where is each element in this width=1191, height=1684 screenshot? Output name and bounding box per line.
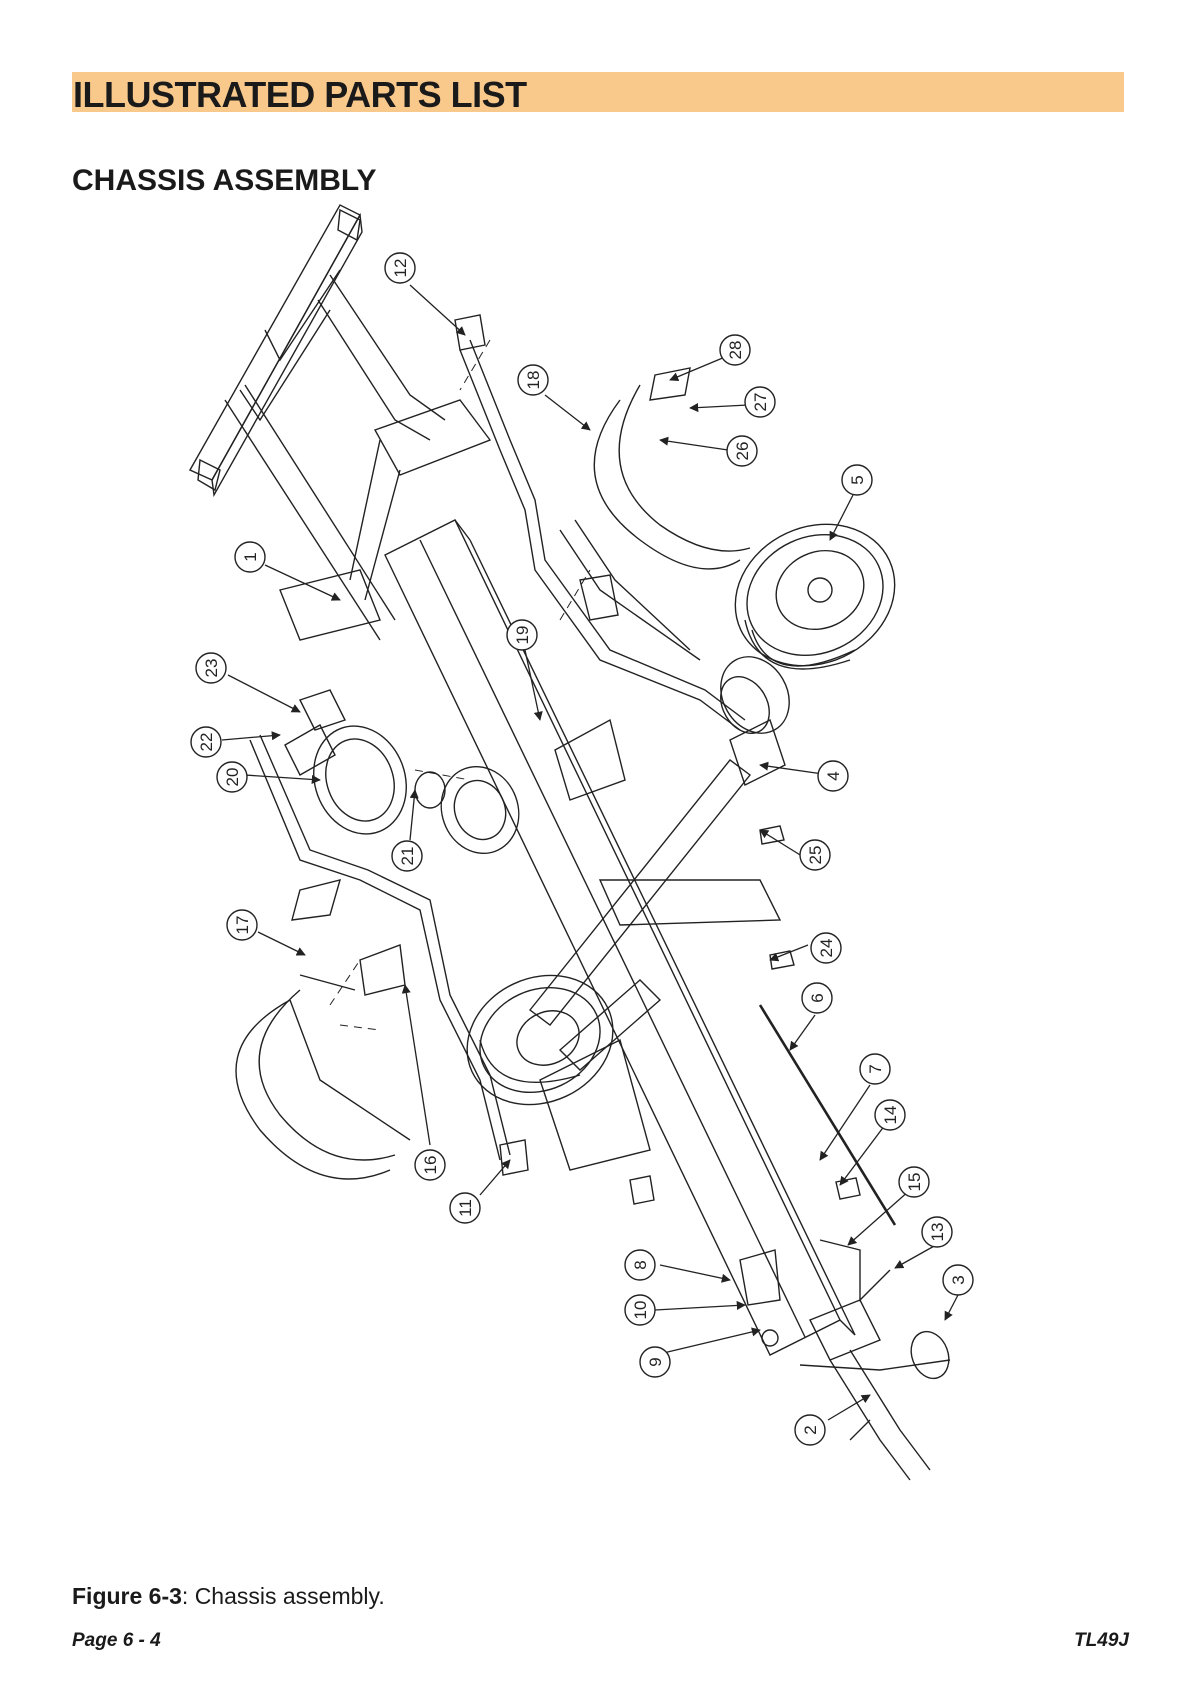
callout-18: 18 (518, 365, 548, 395)
callout-label: 2 (801, 1425, 820, 1434)
callout-label: 12 (391, 259, 410, 278)
callout-label: 28 (726, 341, 745, 360)
callout-24: 24 (811, 933, 841, 963)
callout-label: 24 (817, 939, 836, 958)
callout-label: 7 (866, 1064, 885, 1073)
callout-label: 26 (733, 442, 752, 461)
callout-20: 20 (217, 762, 247, 792)
callout-11: 11 (450, 1193, 480, 1223)
callout-label: 6 (808, 993, 827, 1002)
callout-8: 8 (625, 1250, 655, 1280)
model-number: TL49J (1074, 1630, 1129, 1652)
turntable-bearing (299, 713, 531, 864)
fender-left (236, 975, 410, 1179)
callout-2: 2 (795, 1415, 825, 1445)
callout-21: 21 (392, 841, 422, 871)
callout-label: 9 (646, 1357, 665, 1366)
callout-1: 1 (235, 542, 265, 572)
callout-label: 23 (202, 659, 221, 678)
callout-16: 16 (415, 1150, 445, 1180)
callout-9: 9 (640, 1347, 670, 1377)
callout-label: 10 (631, 1301, 650, 1320)
callout-17: 17 (227, 910, 257, 940)
callout-3: 3 (943, 1265, 973, 1295)
callout-label: 18 (524, 371, 543, 390)
callout-label: 4 (824, 771, 843, 780)
callout-10: 10 (625, 1295, 655, 1325)
callout-label: 25 (806, 846, 825, 865)
callout-19: 19 (507, 620, 537, 650)
callout-label: 8 (631, 1260, 650, 1269)
callout-label: 21 (398, 847, 417, 866)
callout-23: 23 (196, 653, 226, 683)
chassis-assembly-drawing: 1234567891011121314151617181920212223242… (150, 200, 1050, 1600)
callout-label: 20 (223, 768, 242, 787)
callout-7: 7 (860, 1054, 890, 1084)
callout-15: 15 (899, 1167, 929, 1197)
valve-block (285, 690, 625, 800)
axle (530, 720, 785, 1025)
drawbar-coupling (740, 1240, 955, 1480)
callout-label: 16 (421, 1156, 440, 1175)
figure-label: Figure 6-3 (72, 1583, 182, 1609)
figure-caption: Figure 6-3: Chassis assembly. (72, 1583, 385, 1610)
callout-label: 3 (949, 1275, 968, 1284)
callout-label: 1 (241, 552, 260, 561)
callout-label: 14 (881, 1106, 900, 1125)
callout-13: 13 (922, 1217, 952, 1247)
figure-caption-text: : Chassis assembly. (182, 1583, 385, 1609)
callout-25: 25 (800, 840, 830, 870)
callout-label: 5 (848, 475, 867, 484)
callout-label: 19 (513, 626, 532, 645)
callout-26: 26 (727, 436, 757, 466)
section-title: CHASSIS ASSEMBLY (72, 164, 377, 198)
callout-14: 14 (875, 1100, 905, 1130)
air-spring (707, 644, 802, 745)
callout-label: 22 (197, 733, 216, 752)
callout-markers: 1234567891011121314151617181920212223242… (191, 253, 973, 1445)
fender-right (560, 385, 750, 660)
callout-leaders (222, 285, 958, 1440)
callout-label: 11 (456, 1199, 475, 1217)
hidden-lines (330, 340, 590, 1030)
callout-12: 12 (385, 253, 415, 283)
callout-label: 13 (928, 1223, 947, 1242)
callout-label: 17 (233, 916, 252, 935)
callout-4: 4 (818, 761, 848, 791)
title-bar: ILLUSTRATED PARTS LIST (72, 72, 1124, 112)
callout-28: 28 (720, 335, 750, 365)
callout-label: 15 (905, 1173, 924, 1192)
page-number: Page 6 - 4 (72, 1630, 161, 1652)
callout-22: 22 (191, 727, 221, 757)
wheel-right (712, 499, 918, 692)
callout-label: 27 (751, 393, 770, 412)
hydraulic-line (250, 340, 745, 1160)
callout-6: 6 (802, 983, 832, 1013)
wheel-lower (446, 952, 634, 1128)
page-title: ILLUSTRATED PARTS LIST (73, 74, 527, 116)
callout-27: 27 (745, 387, 775, 417)
callout-5: 5 (842, 465, 872, 495)
